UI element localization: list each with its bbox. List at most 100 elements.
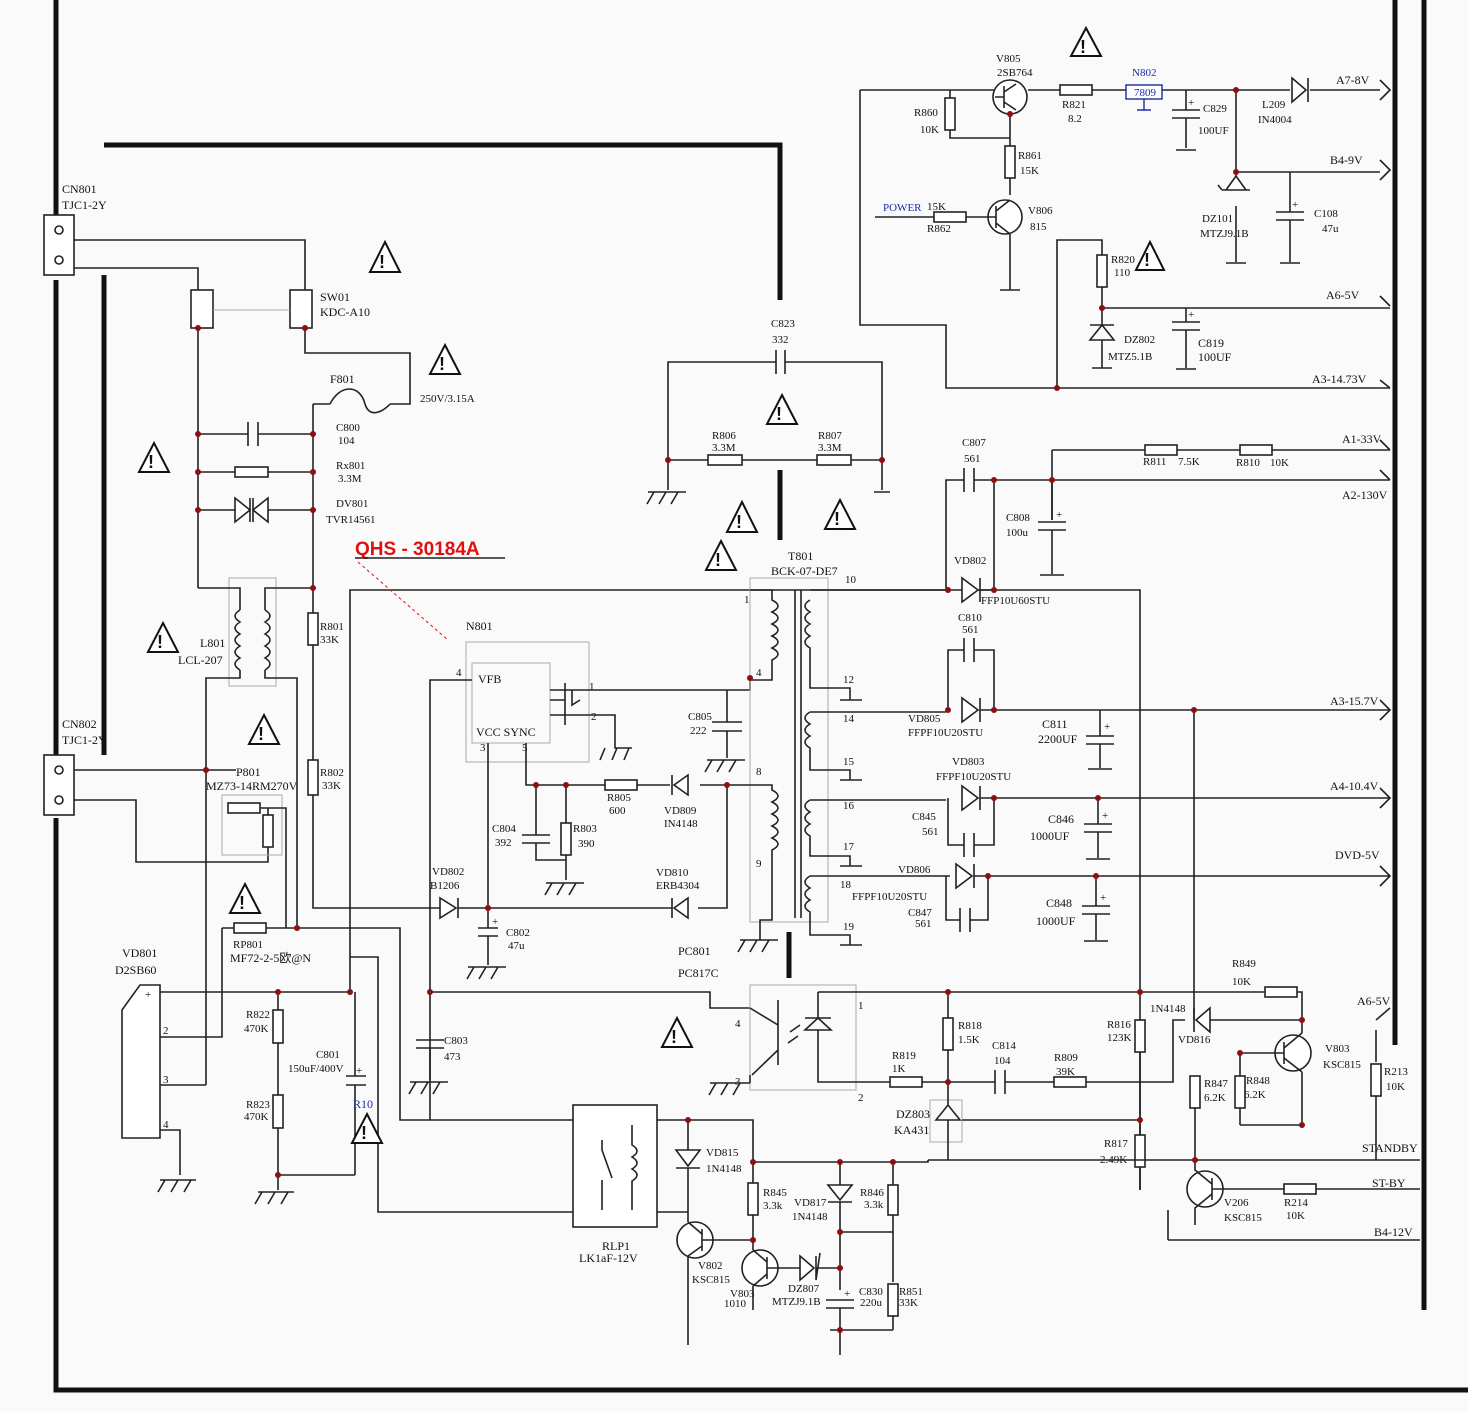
- output-a6-5v-bottom: A6-5V: [1357, 994, 1391, 1008]
- r820-resistor: [1096, 254, 1108, 288]
- r816-ref: R816: [1107, 1019, 1131, 1031]
- dz802-type: MTZ5.1B: [1108, 351, 1152, 363]
- vd801-pin-4: 4: [163, 1119, 169, 1131]
- t801-pin-16: 16: [843, 800, 855, 812]
- vd817-type: 1N4148: [792, 1211, 828, 1223]
- t801-pin-18: 18: [840, 879, 852, 891]
- l209-type: IN4004: [1258, 114, 1292, 126]
- r802-resistor: [307, 759, 319, 796]
- c808-value: 100u: [1006, 527, 1029, 539]
- svg-text:!: !: [361, 1123, 367, 1143]
- output-standby: STANDBY: [1362, 1141, 1418, 1155]
- vd801-pin-plus: +: [145, 989, 151, 1001]
- n801-pin-1: 1: [589, 681, 595, 693]
- r848-ref: R848: [1246, 1075, 1270, 1087]
- vd806-diode: [955, 862, 975, 890]
- warning-icon: !: [137, 440, 171, 473]
- l801-ref: L801: [200, 636, 225, 650]
- r822-value: 470K: [244, 1023, 269, 1035]
- vd816-diode: [1193, 1006, 1211, 1034]
- r816-resistor: [1134, 1019, 1146, 1053]
- c848-capacitor: [1082, 876, 1110, 942]
- v805-ref: V805: [996, 53, 1021, 65]
- v206-type: KSC815: [1224, 1212, 1262, 1224]
- warning-icon: !: [1069, 25, 1103, 57]
- controller-section: QHS - 30184A N801 VFB VCC SYNC 4 3 5 1 2…: [355, 318, 890, 1120]
- rlp1-type: LK1aF-12V: [579, 1251, 638, 1265]
- vd805-type: FFPF10U20STU: [908, 727, 983, 739]
- c803-value: 473: [444, 1051, 461, 1063]
- cn801-type: TJC1-2Y: [62, 198, 107, 212]
- svg-text:!: !: [1144, 250, 1150, 270]
- r809-resistor: [1053, 1076, 1087, 1088]
- c848-value: 1000UF: [1036, 914, 1076, 928]
- t801-pin-14: 14: [843, 713, 855, 725]
- t801-pin-12: 12: [843, 674, 854, 686]
- dz101-type: MTZJ9.1B: [1200, 228, 1249, 240]
- r803-resistor: [560, 822, 572, 856]
- svg-text:!: !: [148, 452, 154, 472]
- warning-icon: !: [247, 712, 281, 745]
- vd806-type: FFPF10U20STU: [852, 891, 927, 903]
- r862-ref: R862: [927, 223, 951, 235]
- c829-ref: C829: [1203, 103, 1227, 115]
- c804-value: 392: [495, 837, 512, 849]
- warning-icon: !: [146, 620, 180, 653]
- vd805-diode: [961, 696, 981, 724]
- output-a4-10-4v: A4-10.4V: [1330, 779, 1379, 793]
- r847-resistor: [1189, 1075, 1201, 1109]
- output-st-by: ST-BY: [1372, 1176, 1406, 1190]
- sw01-ref: SW01: [320, 290, 350, 304]
- n801-ref: N801: [466, 619, 493, 633]
- r861-resistor: [1004, 145, 1016, 179]
- dz802-zener: [1088, 323, 1116, 369]
- r861-value: 15K: [1020, 165, 1039, 177]
- vd802a-type: B1206: [430, 880, 460, 892]
- pc801-pin-2: 2: [858, 1092, 864, 1104]
- cn802-ref: CN802: [62, 717, 97, 731]
- svg-text:!: !: [671, 1027, 677, 1047]
- r818-ref: R818: [958, 1020, 982, 1032]
- r821-ref: R821: [1062, 99, 1086, 111]
- r809-ref: R809: [1054, 1052, 1078, 1064]
- r805-resistor: [604, 779, 638, 791]
- c846-ref: C846: [1048, 812, 1074, 826]
- r846-ref: R846: [860, 1187, 884, 1199]
- vd803-diode: [961, 784, 981, 812]
- regulator-section: V805 2SB764 R821 8.2 N802 7809 + C829 10…: [859, 53, 1390, 389]
- r822-resistor: [272, 1009, 284, 1044]
- vd806-ref: VD806: [898, 864, 931, 876]
- sw01-switch-a: [190, 289, 214, 329]
- t801-pin-9: 9: [756, 858, 762, 870]
- dz101-ref: DZ101: [1202, 213, 1233, 225]
- l209-diode: [1291, 76, 1309, 104]
- c811-capacitor: [980, 709, 1390, 770]
- svg-text:!: !: [715, 550, 721, 570]
- c830-ref: C830: [859, 1286, 883, 1298]
- vd809-type: IN4148: [664, 818, 698, 830]
- r823-resistor: [272, 1094, 284, 1129]
- junction-dots: [195, 87, 1305, 1333]
- r818-resistor: [942, 1017, 954, 1051]
- v803a-type: KSC815: [1323, 1059, 1361, 1071]
- vd817-ref: VD817: [794, 1197, 827, 1209]
- v806-type: 815: [1030, 221, 1047, 233]
- c807-capacitor: [945, 468, 1053, 590]
- vd805-ref: VD805: [908, 713, 941, 725]
- warning-symbols: ! ! ! ! ! ! ! ! ! ! ! ! ! !: [137, 25, 1166, 1144]
- c830-value: 220u: [860, 1297, 883, 1309]
- c801-ref: C801: [316, 1049, 340, 1061]
- n801-pin-5: 5: [522, 742, 528, 754]
- r803-ref: R803: [573, 823, 597, 835]
- pc801-pin-1: 1: [858, 1000, 864, 1012]
- rx801-value: 3.3M: [338, 473, 362, 485]
- c811-ref: C811: [1042, 717, 1068, 731]
- c801-capacitor: [346, 992, 366, 1175]
- r805-ref: R805: [607, 792, 631, 804]
- dz807-ref: DZ807: [788, 1283, 820, 1295]
- svg-text:+: +: [1104, 721, 1110, 733]
- r213-ref: R213: [1384, 1066, 1408, 1078]
- board-title: QHS - 30184A: [355, 539, 480, 560]
- vd801-ref: VD801: [122, 946, 157, 960]
- c823-value: 332: [772, 334, 789, 346]
